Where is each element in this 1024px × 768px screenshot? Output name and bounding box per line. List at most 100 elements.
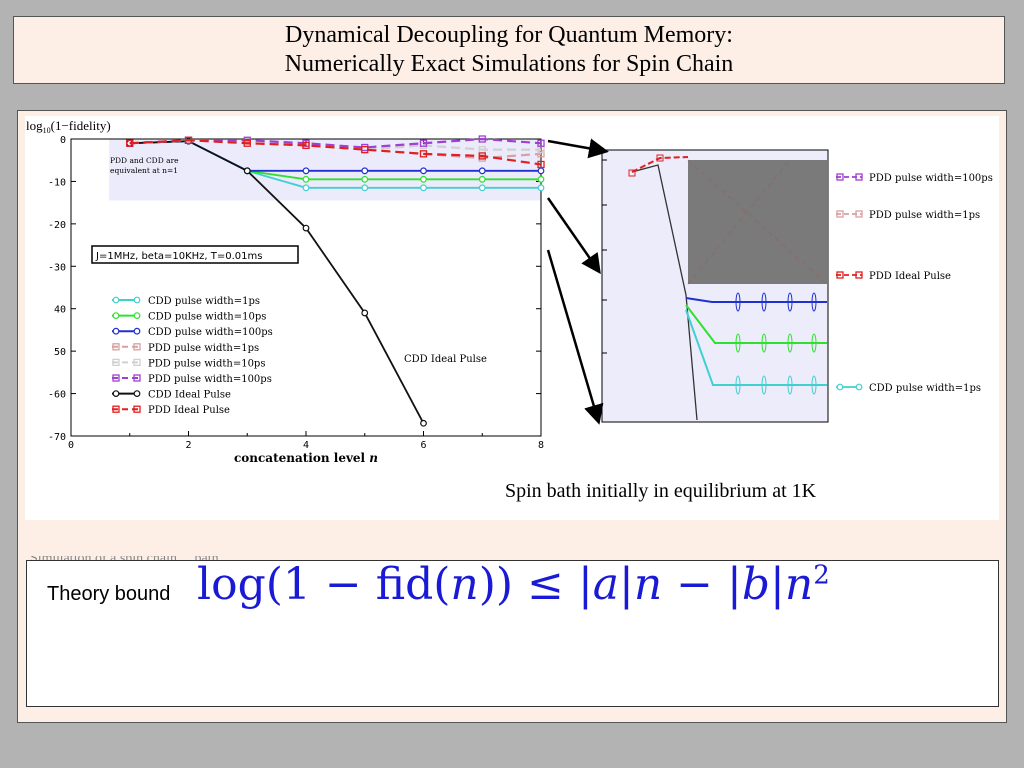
data-point [478,167,486,175]
zoom-series [685,297,827,303]
x-tick-label: 8 [538,440,544,451]
title-line-1: Dynamical Decoupling for Quantum Memory: [285,22,733,48]
theory-label: Theory bound [47,583,171,605]
data-point [243,167,251,175]
legend-label: PDD Ideal Pulse [148,405,230,416]
data-point [112,296,120,304]
data-point [361,167,369,175]
zoom-marker [787,375,793,395]
equivalence-note-1: PDD and CDD are [110,156,179,165]
data-point [112,312,120,320]
data-point [855,210,863,218]
data-point [133,312,141,320]
y-tick-label: -10 [48,177,66,188]
data-point [133,343,141,351]
data-point [361,145,369,154]
equivalence-note-2: equivalent at n=1 [110,166,178,175]
x-tick-label: 6 [420,440,426,451]
data-point [133,296,141,304]
zoom-overlay-line [687,159,828,285]
data-point [112,327,120,335]
data-point [537,139,545,147]
formula-n-2: n [633,559,663,610]
data-point [855,173,863,181]
formula-n: n [450,559,479,610]
zoom-marker [811,292,817,312]
data-point [112,374,120,382]
zoom-marker [735,375,741,395]
theory-box: Theory bound log(1 − fid(n)) ≤ |a|n − |b… [26,559,999,707]
data-point [133,405,141,413]
data-point [302,224,310,232]
data-point [302,141,310,150]
y-tick-label: -20 [48,220,66,231]
data-point [243,139,251,147]
legend-label: PDD pulse width=10ps [148,358,265,369]
data-point [133,327,141,335]
formula-a: a [592,559,619,610]
y-tick-label: 0 [60,135,66,146]
x-axis-label: concatenation level n [234,451,378,465]
data-point [133,358,141,367]
data-point [537,184,545,192]
data-point [420,184,427,192]
data-point [126,139,134,147]
zoom-legend-label: PDD pulse width=100ps [869,173,993,184]
data-point [478,135,486,143]
data-point [836,271,844,279]
x-tick-label: 2 [185,440,191,451]
data-point [478,184,486,192]
zoom-marker [735,292,741,312]
zoom-marker [656,154,664,162]
zoom-marker [811,375,817,395]
zoom-legend-label: PDD Ideal Pulse [869,271,951,282]
zoom-marker [735,333,741,353]
zoom-series [685,304,827,344]
parameter-box [91,245,299,264]
zoom-arrows [546,138,609,425]
data-point [112,358,120,367]
zoom-arrow [546,197,601,275]
data-point [112,390,120,398]
y-axis-label: log10(1−fidelity) [26,118,111,135]
zoom-marker [761,375,767,395]
formula-minus: − | [662,559,742,610]
legend-label: CDD pulse width=10ps [148,312,266,323]
formula-bar-2: | [770,559,785,610]
zoom-marker [787,292,793,312]
data-point [133,390,141,398]
y-tick-label: -60 [48,390,66,401]
formula-lhs: log(1 − fid( [197,559,451,610]
formula-b: b [741,559,771,610]
data-point [302,175,310,183]
data-point [836,383,844,391]
slide-title: Dynamical Decoupling for Quantum Memory:… [13,16,1005,84]
zoom-marker [628,169,636,177]
zoom-legend-label: PDD pulse width=1ps [869,210,980,221]
data-point [419,139,428,147]
data-point [133,374,141,382]
data-point [112,343,120,351]
y-tick-label: 50 [54,347,66,358]
data-point [836,210,844,218]
data-point [537,167,545,175]
formula-n-3: n [784,559,814,610]
y-tick-label: -30 [48,262,66,273]
data-point [112,405,120,413]
formula-exp: 2 [813,560,830,591]
data-point [361,184,369,192]
parameter-text: J=1MHz, beta=10KHz, T=0.01ms [95,251,262,262]
data-point [361,175,369,183]
data-point [836,173,844,181]
legend-label: CDD pulse width=100ps [148,327,273,338]
data-point [537,160,545,169]
legend-label: CDD pulse width=1ps [148,296,260,307]
zoom-pdd-ideal [631,156,689,173]
data-point [420,175,427,183]
data-point [478,152,486,160]
formula-mid: )) ≤ | [478,559,593,610]
legend-label: CDD Ideal Pulse [148,390,231,401]
x-tick-label: 4 [303,440,309,451]
